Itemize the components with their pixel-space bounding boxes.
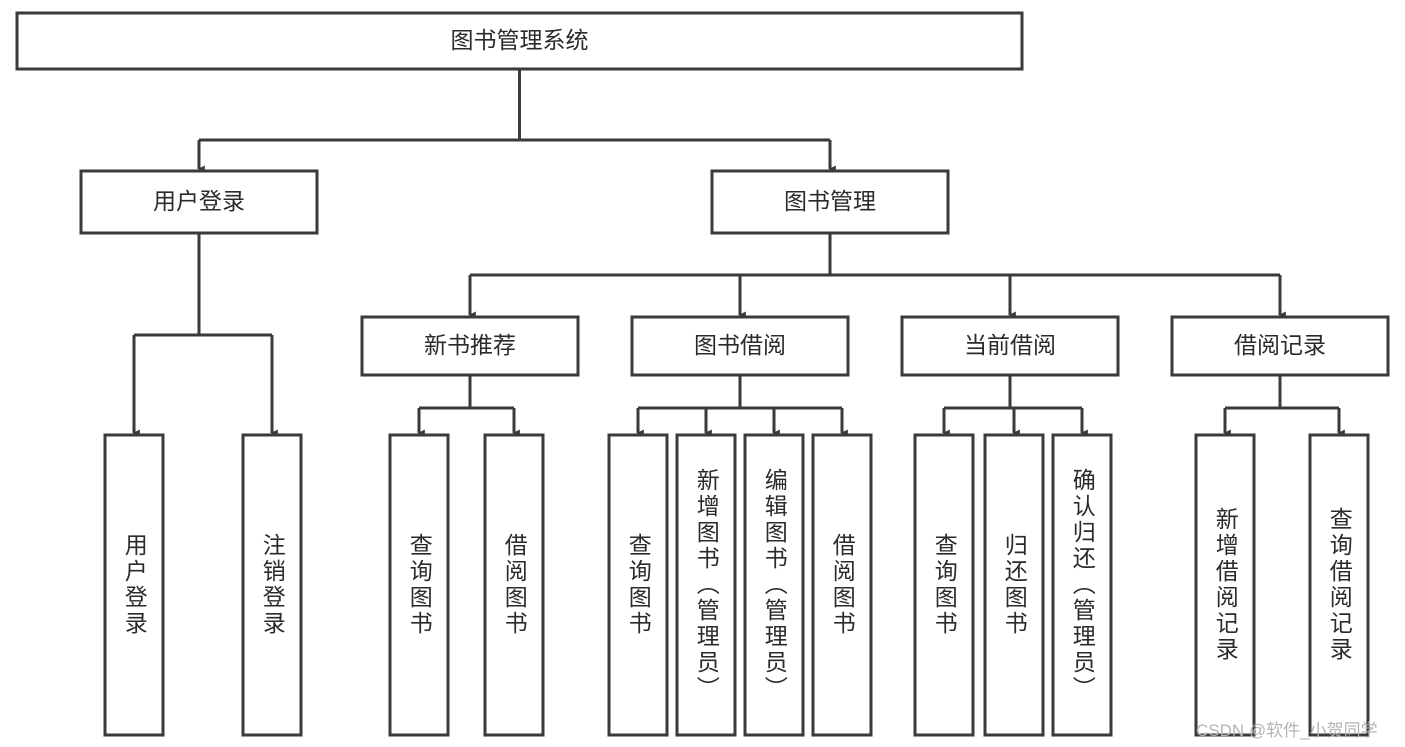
leaf-leaf-edit-book-admin[interactable] [743,433,805,737]
leaf-leaf-return-book[interactable] [983,433,1045,737]
leaf-leaf-add-borrow-record[interactable] [1194,433,1256,737]
node-label: 图书管理 [784,188,876,214]
node-label: 图书管理系统 [451,27,589,53]
leaf-leaf-borrow-book-rec[interactable] [483,433,545,737]
leaf-leaf-query-book-borrow[interactable] [607,433,669,737]
leaf-leaf-query-book-cur[interactable] [913,433,975,737]
leaf-leaf-query-borrow-record[interactable] [1308,433,1370,737]
leaf-leaf-user-login[interactable] [103,433,165,737]
node-current-borrow[interactable] [900,315,1120,377]
leaf-leaf-query-book-rec[interactable] [388,433,450,737]
node-label: 借阅记录 [1234,332,1326,358]
node-user-login[interactable] [79,169,319,235]
node-borrow-record[interactable] [1170,315,1390,377]
leaf-leaf-add-book-admin[interactable] [675,433,737,737]
node-book-manage[interactable] [710,169,950,235]
node-root[interactable] [15,11,1024,71]
leaf-leaf-logout-login[interactable] [241,433,303,737]
node-book-borrow[interactable] [630,315,850,377]
node-label: 图书借阅 [694,332,786,358]
node-box-layer [15,11,1390,737]
csdn-watermark: CSDN @软件_小贺同学 [1196,721,1378,740]
leaf-leaf-borrow-book[interactable] [811,433,873,737]
connector-layer [132,69,1345,437]
node-new-book-recommend[interactable] [360,315,580,377]
node-label: 用户登录 [153,188,245,214]
leaf-leaf-confirm-return-admin[interactable] [1051,433,1113,737]
node-label: 新书推荐 [424,332,516,358]
node-label: 当前借阅 [964,332,1056,358]
